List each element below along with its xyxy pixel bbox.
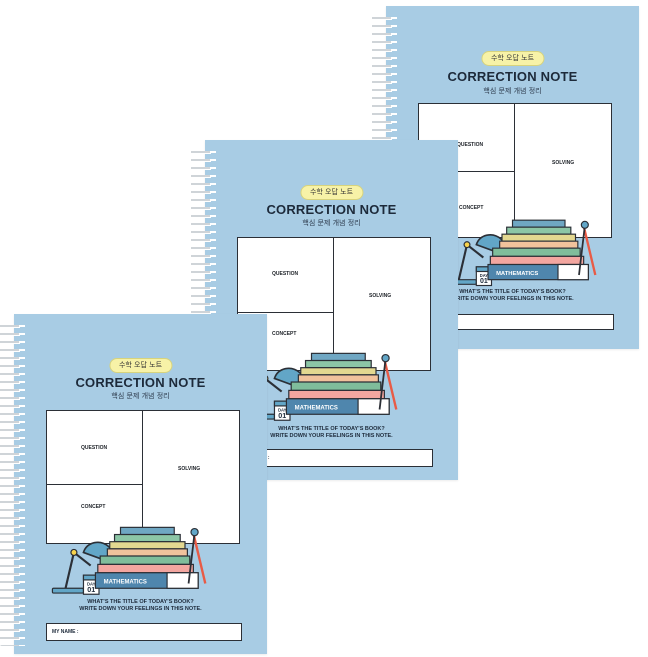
concept-label: CONCEPT (272, 331, 297, 337)
calendar-day-label: DAY (480, 273, 489, 278)
book-stack-illustration: MATHEMATICS (94, 526, 207, 589)
notebook-title: CORRECTION NOTE (447, 69, 578, 84)
study-illustration: DAY 01 MATHEMATICS (445, 219, 597, 287)
question-label: QUESTION (272, 271, 299, 277)
calendar-day-label: DAY (87, 581, 96, 586)
prompt-line-1: WHAT’S THE TITLE OF TODAY’S BOOK? (459, 289, 566, 295)
solving-cell: SOLVING (334, 238, 430, 370)
solving-label: SOLVING (178, 466, 201, 472)
badge: 수학 오답 노트 (480, 51, 545, 66)
concept-cell: CONCEPT (47, 485, 143, 543)
calendar-day-label: DAY (278, 407, 287, 412)
book-prompt: WHAT’S THE TITLE OF TODAY’S BOOK? WRITE … (14, 599, 267, 612)
study-illustration: DAY 01 MATHEMATICS (51, 526, 207, 595)
study-illustration: DAY 01 MATHEMATICS (242, 352, 398, 421)
concept-label: CONCEPT (459, 205, 484, 211)
note-grid: QUESTION CONCEPT SOLVING (237, 237, 431, 371)
notebook-title: CORRECTION NOTE (75, 375, 206, 390)
solving-label: SOLVING (552, 160, 575, 166)
book-label: MATHEMATICS (496, 271, 538, 277)
book-stack-illustration: MATHEMATICS (285, 352, 398, 415)
book-label: MATHEMATICS (104, 580, 147, 586)
calendar-day-number: 01 (278, 412, 286, 420)
prompt-line-2: WRITE DOWN YOUR FEELINGS IN THIS NOTE. (451, 295, 574, 302)
concept-cell: CONCEPT (238, 313, 334, 370)
spiral-binding (0, 322, 25, 646)
prompt-line-1: WHAT’S THE TITLE OF TODAY’S BOOK? (87, 599, 194, 605)
notebook-front: 수학 오답 노트 CORRECTION NOTE 핵심 문제 개념 정리 QUE… (0, 314, 267, 654)
calendar-day-number: 01 (480, 278, 488, 285)
concept-cell: CONCEPT (419, 172, 515, 237)
question-cell: QUESTION (47, 411, 143, 485)
prompt-line-2: WRITE DOWN YOUR FEELINGS IN THIS NOTE. (79, 605, 202, 612)
question-cell: QUESTION (238, 238, 334, 313)
book-prompt: WHAT’S THE TITLE OF TODAY’S BOOK? WRITE … (205, 426, 458, 439)
book-prompt: WHAT’S THE TITLE OF TODAY’S BOOK? WRITE … (386, 289, 639, 302)
concept-label: CONCEPT (81, 504, 106, 510)
notebook-title: CORRECTION NOTE (266, 202, 397, 217)
badge: 수학 오답 노트 (108, 358, 173, 373)
solving-label: SOLVING (369, 293, 392, 299)
prompt-line-1: WHAT’S THE TITLE OF TODAY’S BOOK? (278, 426, 385, 432)
question-cell: QUESTION (419, 104, 515, 172)
name-label: MY NAME : (52, 629, 79, 635)
solving-cell: SOLVING (515, 104, 611, 237)
prompt-line-2: WRITE DOWN YOUR FEELINGS IN THIS NOTE. (270, 432, 393, 439)
notebook-subtitle: 핵심 문제 개념 정리 (302, 219, 361, 227)
question-label: QUESTION (457, 142, 484, 148)
question-label: QUESTION (81, 445, 108, 451)
book-label: MATHEMATICS (295, 406, 338, 412)
calendar-illustration: DAY 01 (475, 266, 493, 287)
solving-cell: SOLVING (143, 411, 239, 543)
notebook-subtitle: 핵심 문제 개념 정리 (483, 87, 542, 95)
calendar-day-number: 01 (87, 586, 95, 594)
badge: 수학 오답 노트 (299, 185, 364, 200)
book-stack-illustration: MATHEMATICS (487, 219, 597, 281)
name-field[interactable]: MY NAME : (46, 623, 242, 641)
notebook-subtitle: 핵심 문제 개념 정리 (111, 392, 170, 400)
notebook-middle: 수학 오답 노트 CORRECTION NOTE 핵심 문제 개념 정리 QUE… (191, 140, 458, 480)
